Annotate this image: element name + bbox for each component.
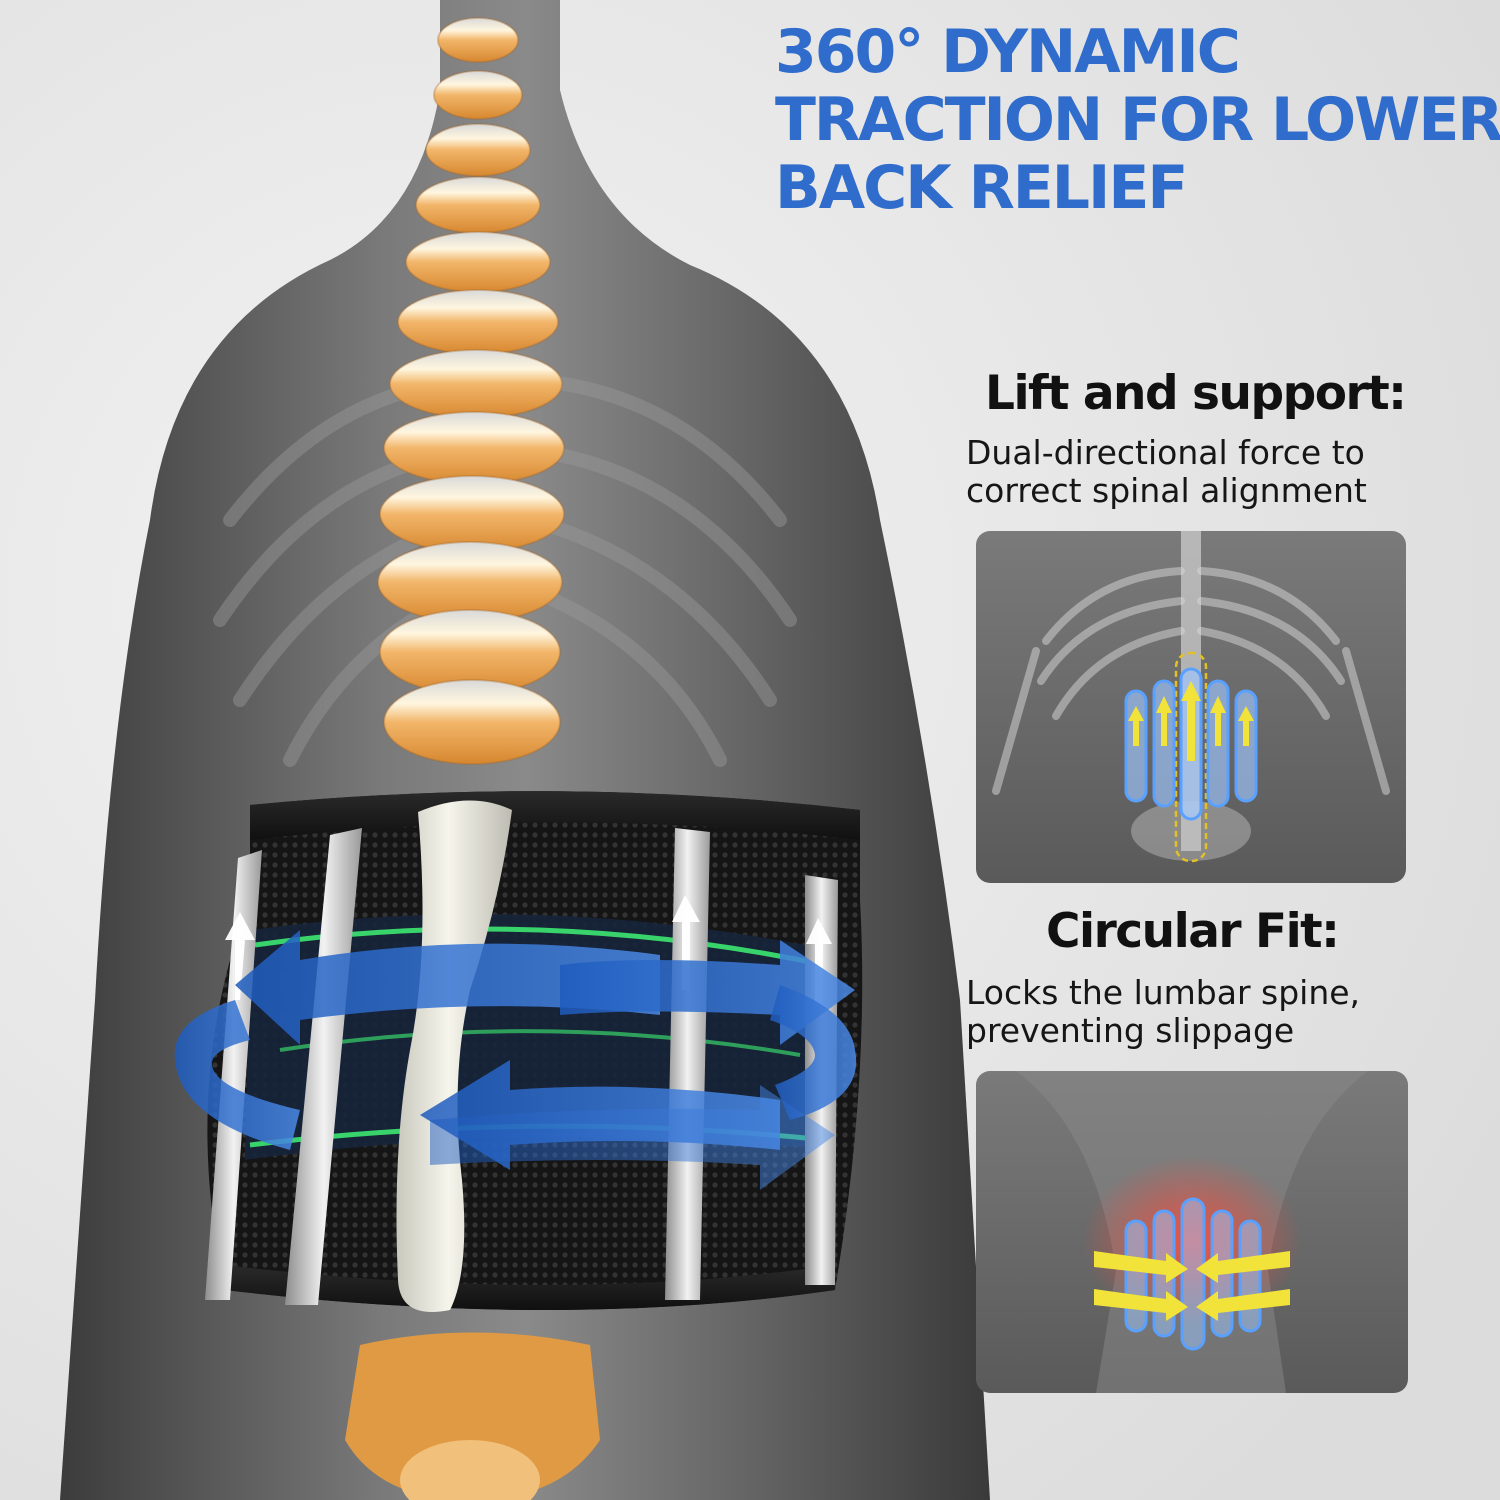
- feature-desc-lift-support: Dual-directional force to correct spinal…: [966, 434, 1367, 510]
- spine-vertebrae: [377, 17, 565, 765]
- feature-desc-line: preventing slippage: [966, 1011, 1295, 1050]
- feature-title-lift-support: Lift and support:: [985, 366, 1407, 421]
- skeleton-lift-support-illustration: [976, 531, 1406, 883]
- headline-line-1: 360° DYNAMIC: [775, 17, 1241, 87]
- feature-desc-line: Locks the lumbar spine,: [966, 973, 1361, 1012]
- circular-arrows-icon: [174, 930, 857, 1190]
- feature-desc-line: Dual-directional force to: [966, 433, 1365, 472]
- feature-title-circular-fit: Circular Fit:: [1046, 904, 1340, 959]
- lumbar-circular-fit-illustration: [976, 1071, 1408, 1393]
- feature-desc-circular-fit: Locks the lumbar spine, preventing slipp…: [966, 974, 1360, 1050]
- headline-line-2: TRACTION FOR LOWER: [775, 85, 1500, 155]
- lumbar-pad: [396, 800, 512, 1312]
- feature-desc-line: correct spinal alignment: [966, 471, 1367, 510]
- headline: 360° DYNAMIC TRACTION FOR LOWER BACK REL…: [775, 17, 1500, 223]
- pelvis: [345, 1332, 600, 1500]
- headline-line-3: BACK RELIEF: [775, 153, 1188, 223]
- up-arrows: [225, 895, 832, 1010]
